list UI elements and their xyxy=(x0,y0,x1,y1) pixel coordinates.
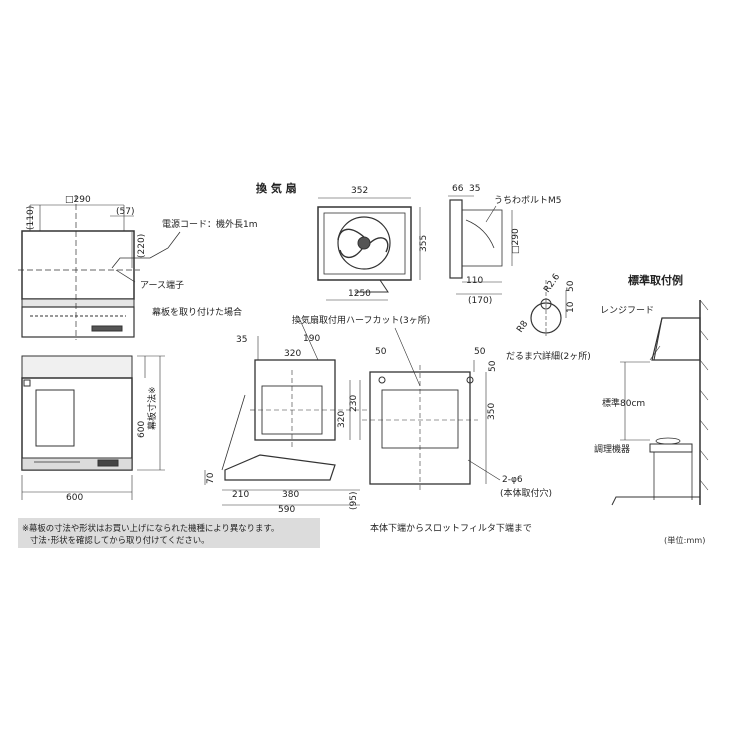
standard-example-title: 標準取付例 xyxy=(628,273,683,287)
hood-dim-110: (110) xyxy=(26,206,36,230)
fan-side-view xyxy=(448,195,513,295)
mount-hole-label: (本体取付穴) xyxy=(500,487,552,499)
fan-front-view xyxy=(317,197,421,301)
keyhole-r26: R2.6 xyxy=(542,272,562,295)
plate-dim-50c: 50 xyxy=(488,360,498,372)
fan-dim-290: □290 xyxy=(511,228,521,254)
keyhole-dim-10: 10 xyxy=(566,301,576,313)
keyhole-detail xyxy=(530,280,567,336)
side-dim-95: (95) xyxy=(349,492,359,510)
range-hood-label: レンジフード xyxy=(600,306,654,316)
side-dim-230: 230 xyxy=(349,395,359,412)
fan-dim-355: 355 xyxy=(419,235,429,252)
side-section-view xyxy=(204,336,370,506)
mounting-plate xyxy=(299,319,501,492)
keyhole-dim-50: 50 xyxy=(566,280,576,292)
hood-dim-290: □290 xyxy=(65,195,91,205)
side-dim-320: 320 xyxy=(284,349,301,359)
hood-front-view xyxy=(21,355,165,500)
side-dim-380: 380 xyxy=(282,490,299,500)
phi6-label: 2-φ6 xyxy=(502,475,523,485)
side-dim-320-vertical: 320 xyxy=(337,411,347,428)
keyhole-r8: R8 xyxy=(515,319,530,335)
cooking-device-label: 調理機器 xyxy=(594,443,630,455)
side-dim-210: 210 xyxy=(232,490,249,500)
panel-size-label: 幕板寸法※ xyxy=(146,386,158,430)
side-dim-190: 190 xyxy=(303,334,320,344)
standard-height-label: 標準80cm xyxy=(602,397,645,409)
hood-dim-57: (57) xyxy=(116,207,134,217)
fan-dim-35: 35 xyxy=(469,184,480,194)
fan-dim-1250: 1250 xyxy=(348,289,371,299)
hood-dim-600-width: 600 xyxy=(66,493,83,503)
plate-dim-50b: 50 xyxy=(474,347,486,357)
hood-dim-220: (220) xyxy=(137,234,147,258)
note-line-1: ※幕板の寸法や形状はお買い上げになられた機種により異なります。 xyxy=(22,523,280,533)
hood-top-view xyxy=(18,195,181,340)
note-line-2: 寸法･形状を確認してから取り付けてください。 xyxy=(30,535,210,545)
slot-filter-note: 本体下端からスロットフィルタ下端まで xyxy=(370,522,532,534)
unit-label: (単位:mm) xyxy=(664,535,706,545)
power-cord-label: 電源コード：機外長1m xyxy=(162,218,258,230)
side-dim-590: 590 xyxy=(278,505,295,515)
fan-title: 換 気 扇 xyxy=(256,181,297,195)
fan-dim-66: 66 xyxy=(452,184,464,194)
earth-terminal-label: アース端子 xyxy=(140,279,184,291)
half-cut-label: 換気扇取付用ハーフカット(3ヶ所) xyxy=(292,314,430,326)
installation-example xyxy=(611,299,709,506)
bolt-label: うちわボルトM5 xyxy=(494,195,562,206)
fan-dim-170: (170) xyxy=(468,296,492,306)
fan-dim-352: 352 xyxy=(351,186,368,196)
hood-dim-600-height: 600 xyxy=(137,421,147,438)
plate-dim-50a: 50 xyxy=(375,347,387,357)
daruma-hole-label: だるま穴詳細(2ヶ所) xyxy=(506,350,591,362)
note-box xyxy=(18,518,320,548)
panel-case-label: 幕板を取り付けた場合 xyxy=(152,306,242,318)
side-dim-35: 35 xyxy=(236,335,247,345)
fan-dim-110: 110 xyxy=(466,276,483,286)
plate-dim-350: 350 xyxy=(487,403,497,420)
side-dim-70: 70 xyxy=(206,472,216,484)
